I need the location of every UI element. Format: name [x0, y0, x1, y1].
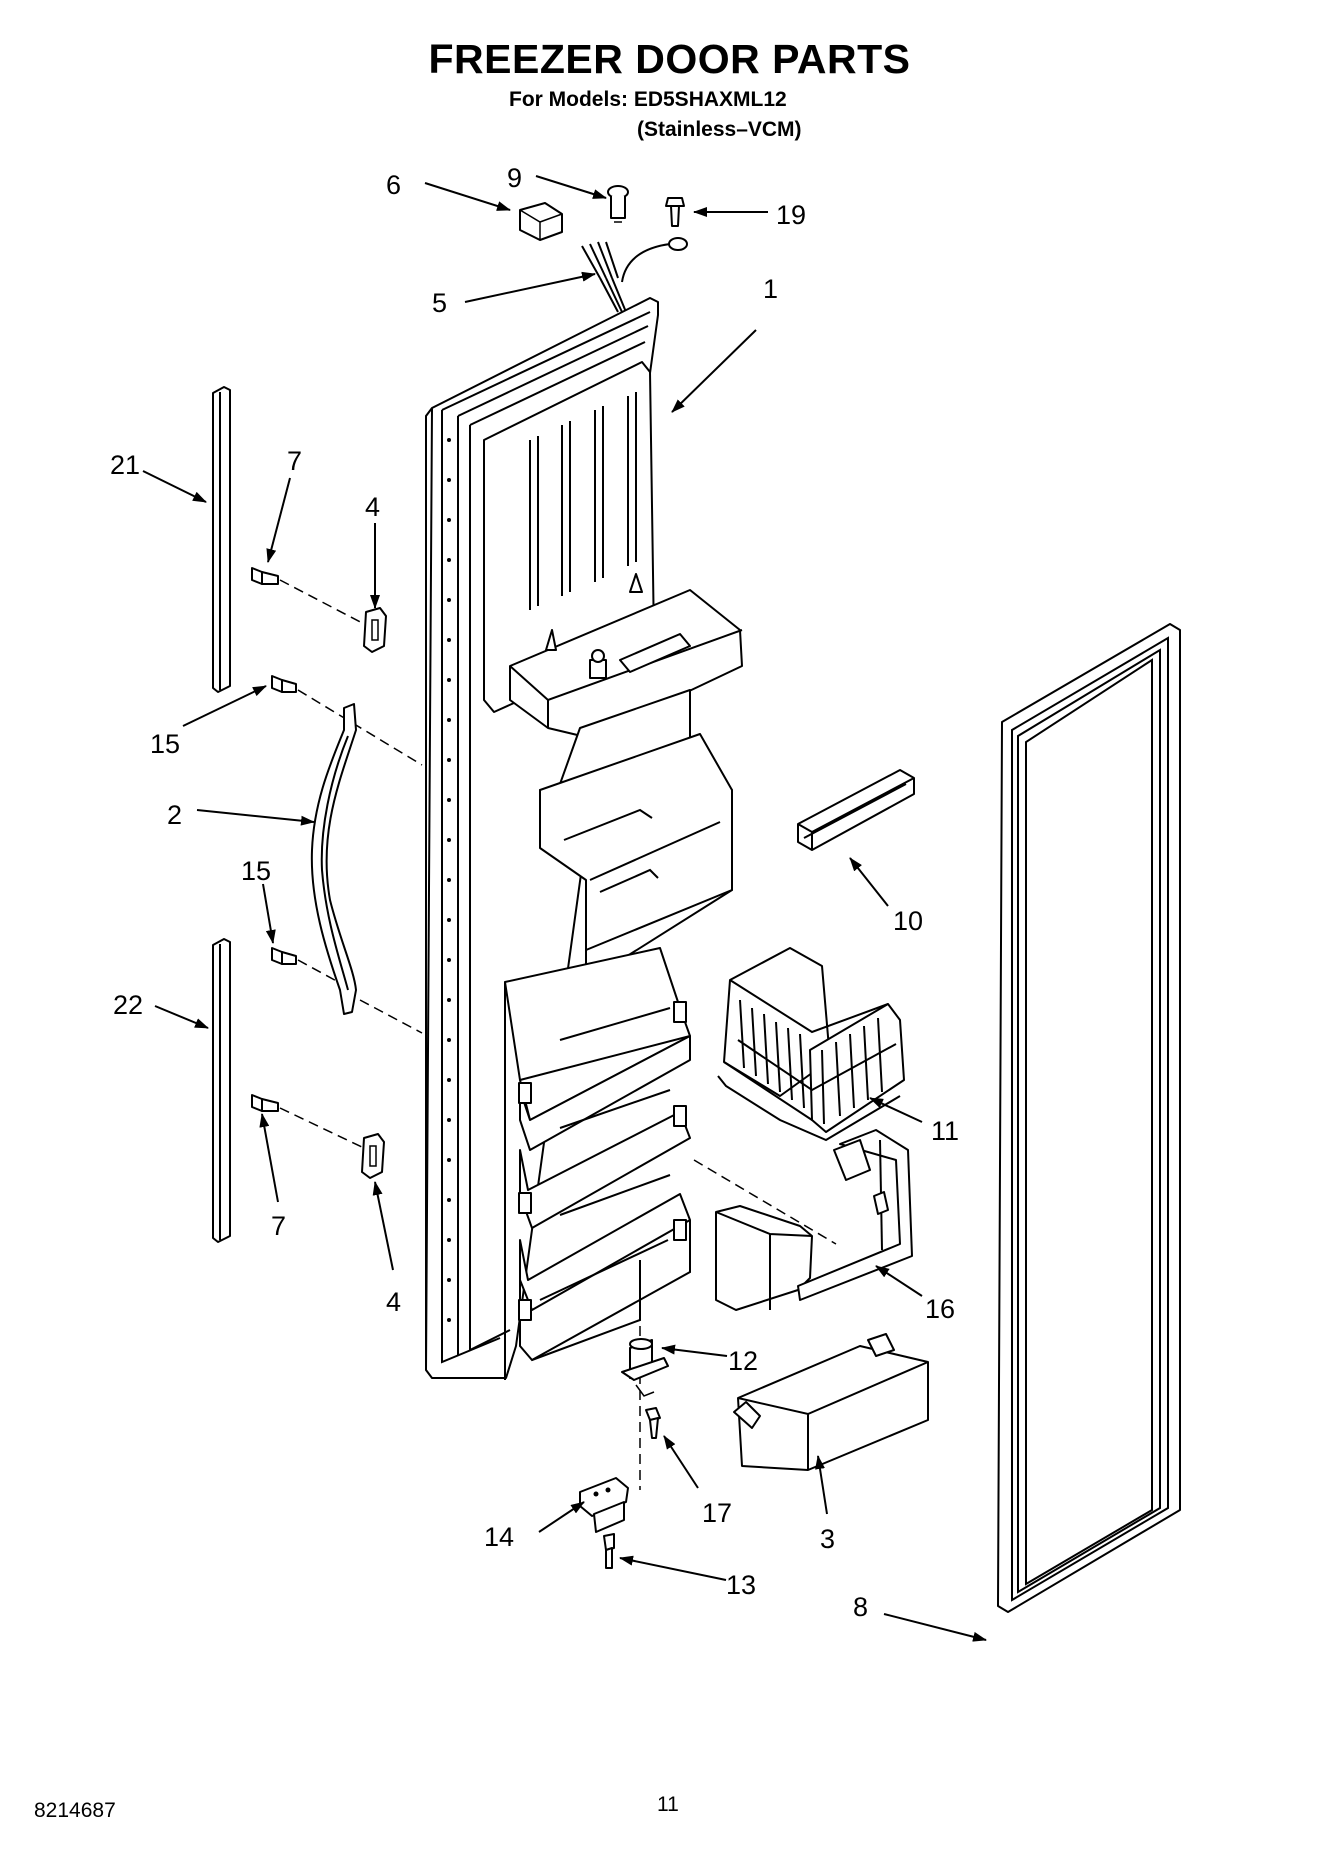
callout-9: 9: [507, 163, 522, 193]
part-4-bracket-upper: [363, 607, 387, 653]
callout-19: 19: [776, 200, 806, 230]
callout-6: 6: [386, 170, 401, 200]
part-4-bracket-lower: [361, 1133, 385, 1179]
callout-3: 3: [820, 1524, 835, 1554]
document-number: 8214687: [34, 1799, 116, 1822]
part-13-screw: [603, 1533, 615, 1569]
part-1-door-liner: [425, 297, 743, 1380]
part-9-plug: [607, 185, 629, 223]
callout-10: 10: [893, 906, 923, 936]
callout-2: 2: [167, 800, 182, 830]
part-21-trim-strip: [212, 386, 231, 693]
callout-7-upper: 7: [287, 446, 302, 476]
leader-lines: [142, 175, 987, 1642]
part-19-screw: [665, 197, 685, 227]
part-5-wire-harness: [581, 237, 688, 313]
callout-11: 11: [931, 1116, 959, 1146]
page-title: FREEZER DOOR PARTS: [428, 36, 911, 82]
callout-4-lower: 4: [386, 1287, 401, 1317]
part-12-hinge-pin: [621, 1310, 669, 1490]
callout-15-upper: 15: [150, 729, 180, 759]
variant-line: (Stainless–VCM): [637, 118, 802, 141]
door-edge-holes: [447, 438, 451, 1322]
callout-1: 1: [763, 274, 778, 304]
models-line: For Models: ED5SHAXML12: [509, 88, 787, 111]
part-17-screw: [645, 1407, 661, 1439]
part-15-screw-lower: [271, 947, 423, 1034]
part-3-door-bin: [733, 1333, 929, 1471]
callout-12: 12: [728, 1346, 758, 1376]
callout-13: 13: [726, 1570, 756, 1600]
callout-17: 17: [702, 1498, 732, 1528]
part-2-handle: [310, 703, 357, 1015]
callout-22: 22: [113, 990, 143, 1020]
callout-labels: 6 9 19 5 1 21 7 4 15 2 15 22 7 4 10 11 1…: [110, 163, 959, 1622]
part-7-screw-upper: [251, 567, 369, 627]
callout-7-lower: 7: [271, 1211, 286, 1241]
part-6-connector: [519, 202, 563, 241]
callout-21: 21: [110, 450, 140, 480]
part-11-wire-basket: [717, 947, 905, 1142]
callout-8: 8: [853, 1592, 868, 1622]
part-14-hinge: [579, 1477, 629, 1533]
part-10-trim-bar: [797, 769, 915, 851]
callout-15-lower: 15: [241, 856, 271, 886]
callout-4-upper: 4: [365, 492, 380, 522]
part-15-screw-upper: [271, 675, 423, 766]
part-16-bucket-housing: [693, 1129, 913, 1311]
part-22-trim-strip: [212, 938, 231, 1243]
callout-16: 16: [925, 1294, 955, 1324]
page-number: 11: [657, 1793, 679, 1816]
part-8-door-gasket: [997, 623, 1181, 1613]
part-7-screw-lower: [251, 1094, 365, 1149]
callout-14: 14: [484, 1522, 514, 1552]
callout-5: 5: [432, 288, 447, 318]
